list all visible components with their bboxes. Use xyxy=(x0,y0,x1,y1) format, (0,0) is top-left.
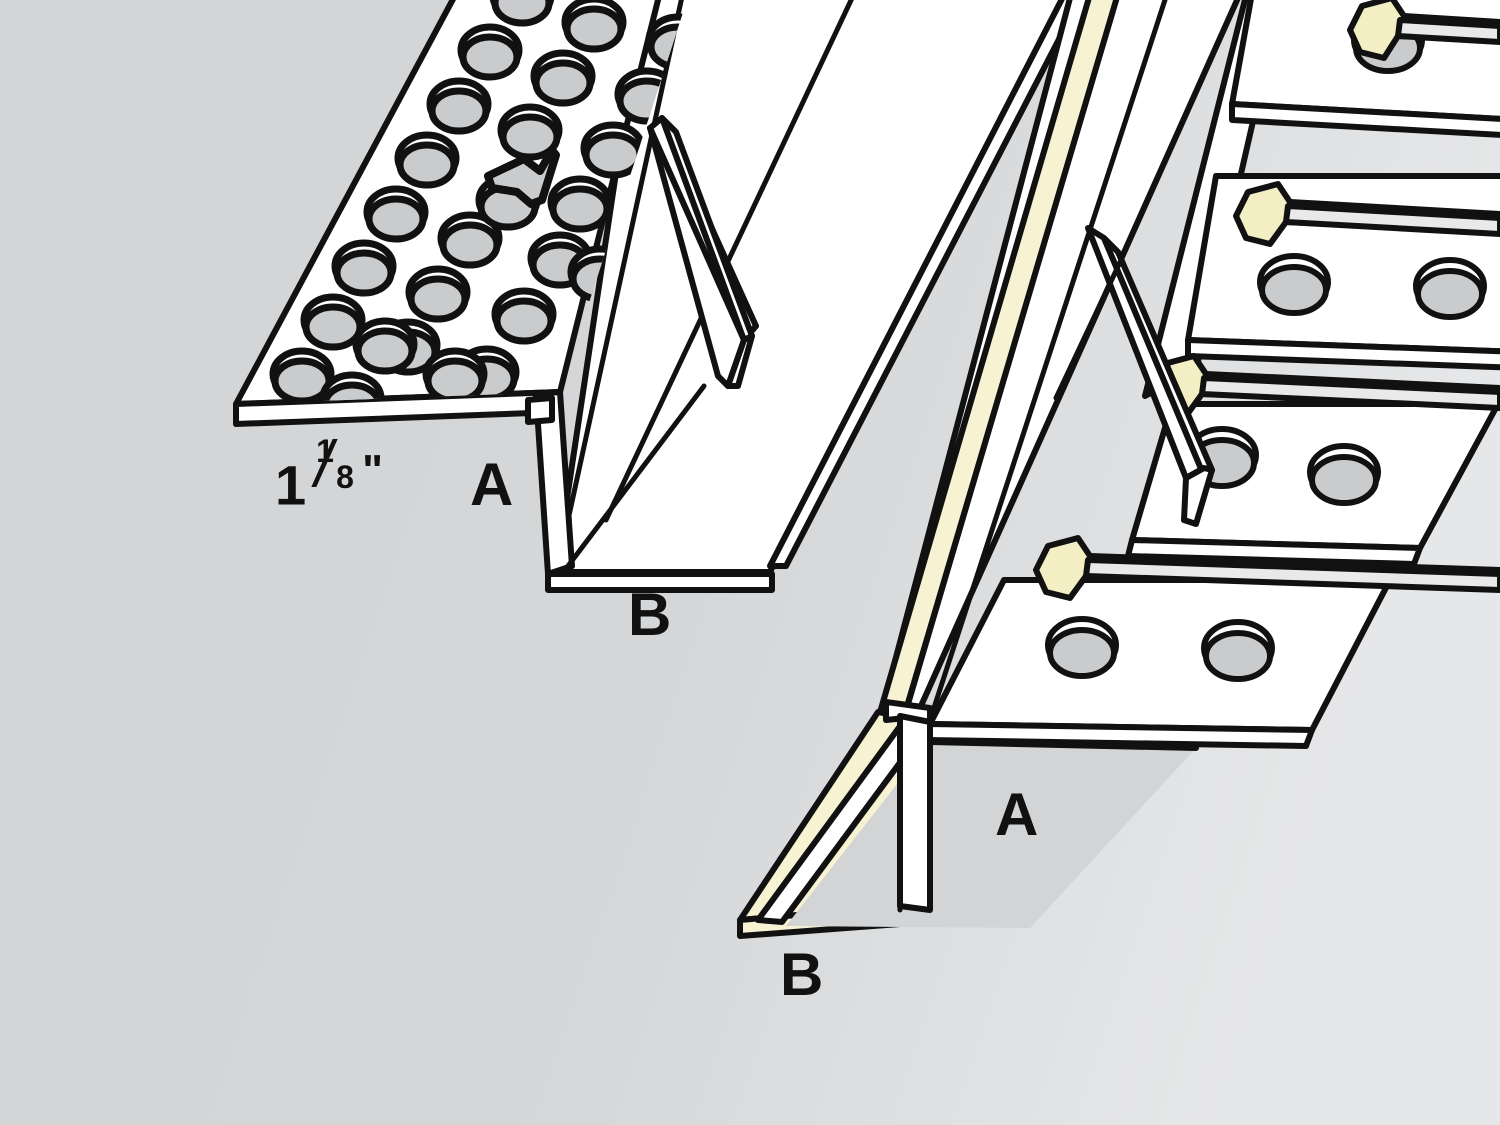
perforation-hole xyxy=(489,0,555,27)
perforation-hole xyxy=(269,347,335,404)
dimension-whole: 1 xyxy=(275,453,307,517)
tang-group xyxy=(1033,0,1500,601)
fraction-denominator: 8 xyxy=(336,458,354,495)
perforation-hole xyxy=(497,103,563,161)
flange-plate-edge xyxy=(1229,101,1500,138)
dimension-unit: " xyxy=(362,446,384,495)
right-leg-a-face xyxy=(786,742,1196,928)
plate-hole xyxy=(1257,253,1331,316)
right-end-hem-detail xyxy=(1053,225,1215,527)
left-body-outer-lip xyxy=(767,0,1083,569)
tang-stem xyxy=(1083,557,1500,593)
label-left-b: B xyxy=(628,581,672,648)
perforation-hole xyxy=(437,211,503,269)
perforation-hole xyxy=(394,131,460,189)
left-leg-a-corner xyxy=(525,395,555,425)
plate-hole xyxy=(1201,619,1275,682)
left-body-crease xyxy=(555,0,684,569)
flange-plate xyxy=(1185,173,1500,371)
label-right-a: A xyxy=(995,781,1039,848)
tang xyxy=(1233,181,1500,247)
chevron-slot-icon xyxy=(484,146,560,208)
flange-plate xyxy=(923,577,1393,749)
plate-hole xyxy=(1413,257,1487,320)
left-inner-fold xyxy=(565,383,707,569)
tang xyxy=(1347,0,1500,61)
left-profile xyxy=(233,0,1083,593)
perforation-hole xyxy=(300,293,366,351)
flange-plate-edge xyxy=(1185,337,1500,371)
right-leg-b-inner xyxy=(897,713,933,913)
right-hem-crease xyxy=(1053,255,1125,401)
plate-hole xyxy=(1045,616,1119,679)
perforation-hole xyxy=(426,77,492,135)
left-body-crease-2 xyxy=(603,0,854,523)
left-flange-hole-grid xyxy=(269,0,700,404)
perforation-hole xyxy=(319,371,385,404)
flange-plate-face xyxy=(927,577,1393,733)
label-left-a: A xyxy=(470,451,514,518)
perforation-hole xyxy=(331,239,397,297)
tang-stem xyxy=(1395,17,1500,45)
perforation-hole xyxy=(530,49,596,107)
right-leg-a-outline xyxy=(927,739,1199,751)
perforation-hole xyxy=(352,317,418,375)
perforation-hole xyxy=(491,287,557,345)
fraction-numerator: 1 xyxy=(316,432,334,469)
left-end-hem-detail xyxy=(647,115,759,389)
left-leg-b xyxy=(545,571,775,593)
perforation-hole xyxy=(457,23,523,81)
plate-hole xyxy=(1307,443,1381,506)
perforation-hole xyxy=(363,185,429,243)
tang-stem xyxy=(1283,203,1500,237)
perforation-hole xyxy=(561,0,627,53)
left-leg-a xyxy=(533,389,575,577)
perforation-hole xyxy=(405,265,471,323)
right-body-crease-2 xyxy=(927,0,1168,723)
tang xyxy=(1033,535,1500,601)
right-profile xyxy=(737,0,1500,939)
perforation-hole xyxy=(422,347,488,404)
label-right-b: B xyxy=(780,941,824,1008)
perforation-hole xyxy=(547,175,613,233)
right-body-crease-1 xyxy=(899,0,1119,729)
tang-stem xyxy=(1199,375,1500,411)
